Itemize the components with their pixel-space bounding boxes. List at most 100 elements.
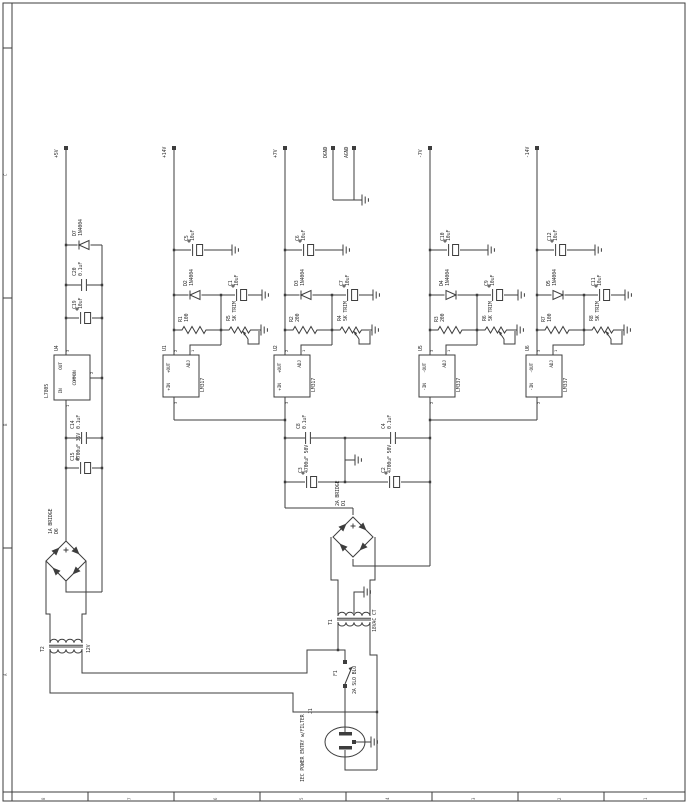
d5-refdes: D5	[546, 280, 552, 286]
iec-inlet-j1	[324, 726, 378, 758]
u6-pin-in: -IN	[529, 383, 535, 391]
capacitor-c3	[300, 470, 319, 490]
u2-pin-adj-num: 1	[301, 349, 306, 352]
c11-refdes: C11	[591, 277, 597, 286]
c5-value: 10uF	[190, 230, 196, 241]
c8-value: 0.1uF	[302, 415, 308, 429]
diode-d4	[444, 289, 458, 301]
rail-label-n7: -7V	[418, 149, 424, 158]
c2-refdes: C2	[381, 467, 387, 473]
section-7v-neg: -OUT ADJ -IN U5 LM337 3 1 2 C10 10uF D4 …	[418, 230, 525, 404]
u5-pin-out: -OUT	[422, 362, 428, 373]
rail-label-agnd: AGND	[344, 147, 350, 158]
u4-refdes: U4	[54, 345, 60, 351]
u4-pin3-num: 3	[65, 350, 70, 352]
u4-pin2-num: 2	[89, 372, 94, 374]
c14-refdes: C14	[70, 420, 76, 429]
ground-symbol	[620, 289, 632, 301]
ground-symbol	[513, 289, 525, 301]
ground-symbol	[366, 736, 378, 748]
c20-refdes: C20	[72, 267, 78, 276]
u2-pin-adj: ADJ	[297, 360, 303, 368]
diode-d7	[77, 239, 91, 251]
c15-refdes: C15	[70, 452, 76, 461]
zone-bottom-label: 7	[127, 797, 132, 800]
zone-bottom-label: 6	[213, 797, 218, 800]
ground-symbol	[483, 244, 495, 256]
u6-pin-adj: ADJ	[549, 360, 555, 368]
c8-refdes: C8	[296, 423, 302, 429]
c10-refdes: C10	[440, 232, 446, 241]
d7-value: 1N4004	[78, 219, 84, 236]
diode-d2	[188, 289, 202, 301]
u5-pin-in-num: 2	[429, 402, 434, 404]
section-14v-pos: +OUT ADJ +IN U1 LM317 2 1 3 C5 10uF D2 1…	[162, 230, 269, 404]
c7-refdes: C7	[339, 280, 345, 286]
u2-pin-out-num: 2	[284, 350, 289, 352]
capacitor-c4	[389, 430, 397, 446]
r2-refdes: R2	[289, 316, 295, 322]
u6-pin-out: -OUT	[529, 362, 535, 373]
diode-d3	[299, 289, 313, 301]
capacitor-c12	[549, 238, 568, 258]
r6-value: 5K TRIM	[488, 301, 494, 321]
u4-pin-in: IN	[58, 388, 64, 394]
fuse-f1	[343, 660, 353, 688]
capacitor-c20	[80, 277, 88, 293]
r8-refdes: R8	[589, 315, 595, 321]
resistor-r2	[289, 324, 325, 336]
zone-bottom-label: 3	[471, 797, 476, 800]
u2-pin-in-num: 3	[284, 402, 289, 404]
r8-value: 5K TRIM	[595, 301, 601, 321]
bridge-rectifier-d6	[46, 541, 86, 581]
u4-pin-common: COMMON	[72, 370, 78, 386]
u6-part: LM337	[563, 378, 569, 392]
ground-tie	[332, 150, 369, 206]
c19-refdes: C19	[72, 300, 78, 309]
rail-label-n14: -14V	[525, 147, 531, 158]
trimpot-r5	[225, 324, 260, 345]
capacitor-c6	[297, 238, 316, 258]
rail-label-p7: +7V	[273, 149, 279, 158]
j1-label: IEC POWER ENTRY w/FILTER	[300, 713, 306, 782]
junction-dots	[64, 243, 586, 714]
unregulated-bus: C8 0.1uF C3 4700uF 50V C4 0.1uF C2 4700u…	[296, 415, 402, 557]
capacitor-c5	[186, 238, 205, 258]
u1-part: LM317	[200, 378, 206, 392]
zone-left-label: C	[3, 173, 8, 176]
c12-refdes: C12	[547, 232, 553, 241]
d1-value: 2A BRIDGE	[335, 481, 341, 506]
bridge-rectifier-d1	[333, 517, 373, 557]
ground-symbol	[359, 586, 371, 598]
capacitor-c9	[486, 283, 505, 303]
r5-refdes: R5	[226, 315, 232, 321]
ground-symbol	[338, 244, 350, 256]
u2-pin-out: +OUT	[277, 362, 283, 373]
d4-value: 1N4004	[445, 269, 451, 286]
zone-left-label: A	[3, 673, 8, 676]
u1-pin-adj: ADJ	[186, 360, 192, 368]
zone-left-label: B	[3, 423, 8, 426]
u6-refdes: U6	[525, 345, 531, 351]
t2-value: 12V	[86, 644, 92, 653]
u2-pin-in: +IN	[277, 383, 283, 391]
t1-refdes: T1	[328, 619, 334, 625]
u4-pin-out: OUT	[58, 362, 64, 370]
section-5v: OUT IN COMMON U4 L7805 3 2 1 D7 1N4004 C…	[40, 219, 94, 654]
u1-pin-adj-num: 1	[190, 349, 195, 352]
c5-refdes: C5	[184, 235, 190, 241]
zone-bottom-label: 1	[643, 797, 648, 800]
trimpot-r4	[336, 324, 371, 345]
c12-value: 10uF	[553, 230, 559, 241]
f1-refdes: F1	[333, 670, 339, 676]
c20-value: 0.1uF	[78, 262, 84, 276]
r7-refdes: R7	[541, 316, 547, 322]
c2-value: 4700uF 50V	[387, 445, 393, 473]
c7-value: 10uF	[345, 275, 351, 286]
d4-refdes: D4	[439, 280, 445, 286]
resistor-r1	[178, 324, 214, 336]
diode-d5	[551, 289, 565, 301]
r2-value: 200	[295, 313, 301, 322]
c11-value: 10uF	[597, 275, 603, 286]
